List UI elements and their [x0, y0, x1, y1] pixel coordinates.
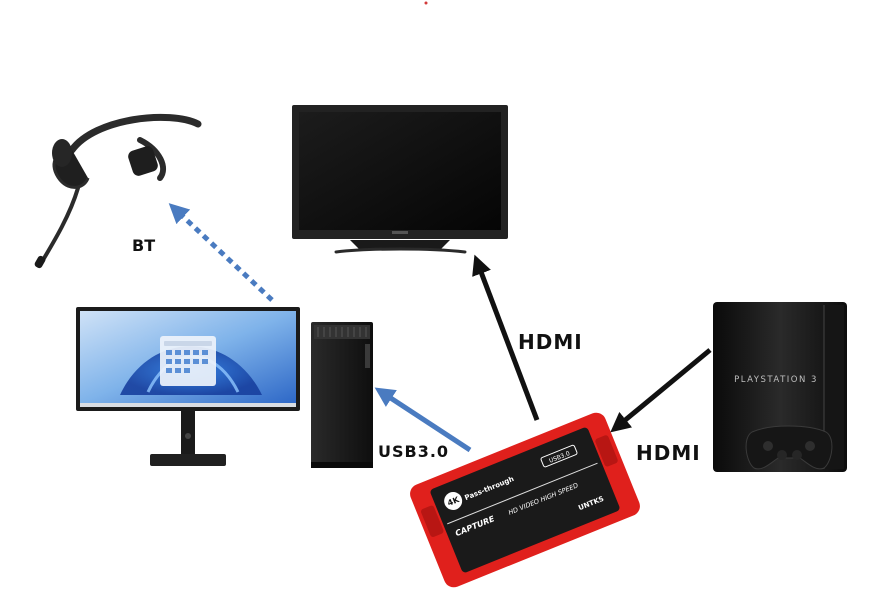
- bt-arrow: [168, 203, 274, 302]
- usb-label: USB3.0: [378, 442, 449, 461]
- top-dot: [424, 1, 428, 5]
- pc-tower-icon: [311, 322, 373, 468]
- hdmi-top-label: HDMI: [518, 330, 583, 354]
- monitor-icon: [76, 307, 300, 466]
- capture-4k-label: 4K: [446, 495, 461, 508]
- hdmi-tv-arrow: [472, 254, 540, 421]
- usb-arrow: [374, 387, 472, 453]
- ps3-brand-label: PLAYSTATION 3: [734, 375, 818, 385]
- bone-conduction-headset-icon: [34, 113, 202, 269]
- tv-icon: [292, 105, 508, 254]
- bt-label: BT: [132, 236, 155, 255]
- capture-card-icon: 4K Pass-through USB3.0 CAPTURE HD VIDEO …: [410, 412, 640, 588]
- hdmi-console-arrow: [610, 348, 712, 433]
- gamepad-icon: [745, 425, 833, 470]
- capture-4k-badge: [444, 491, 463, 510]
- hdmi-right-label: HDMI: [636, 441, 701, 465]
